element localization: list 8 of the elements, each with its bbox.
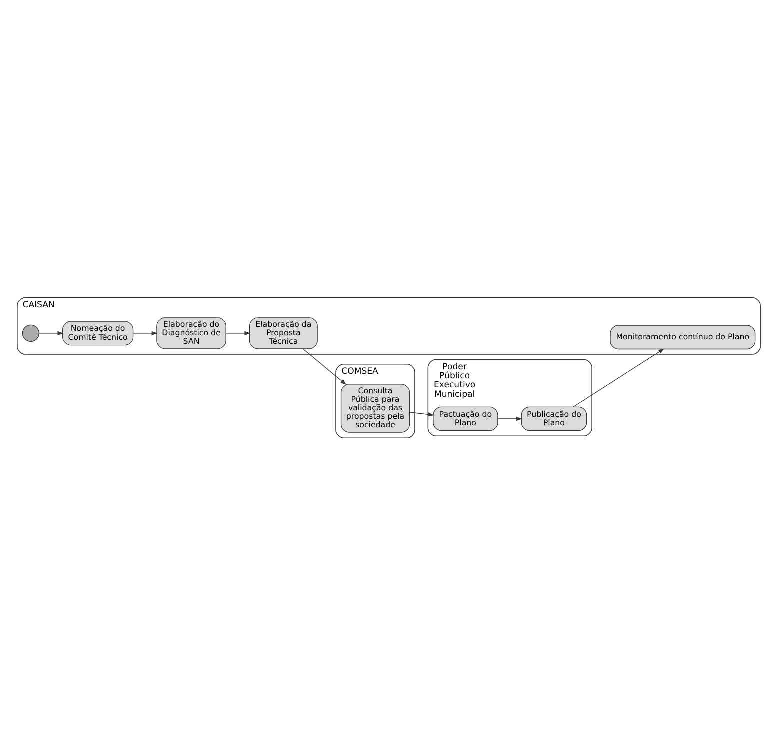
node-circle bbox=[22, 324, 39, 342]
arrow bbox=[497, 416, 522, 422]
arrow bbox=[302, 348, 346, 386]
arrow bbox=[572, 348, 664, 408]
arrow bbox=[132, 331, 158, 336]
arrow bbox=[38, 331, 64, 336]
arrow bbox=[408, 412, 434, 417]
arrow bbox=[225, 331, 250, 336]
